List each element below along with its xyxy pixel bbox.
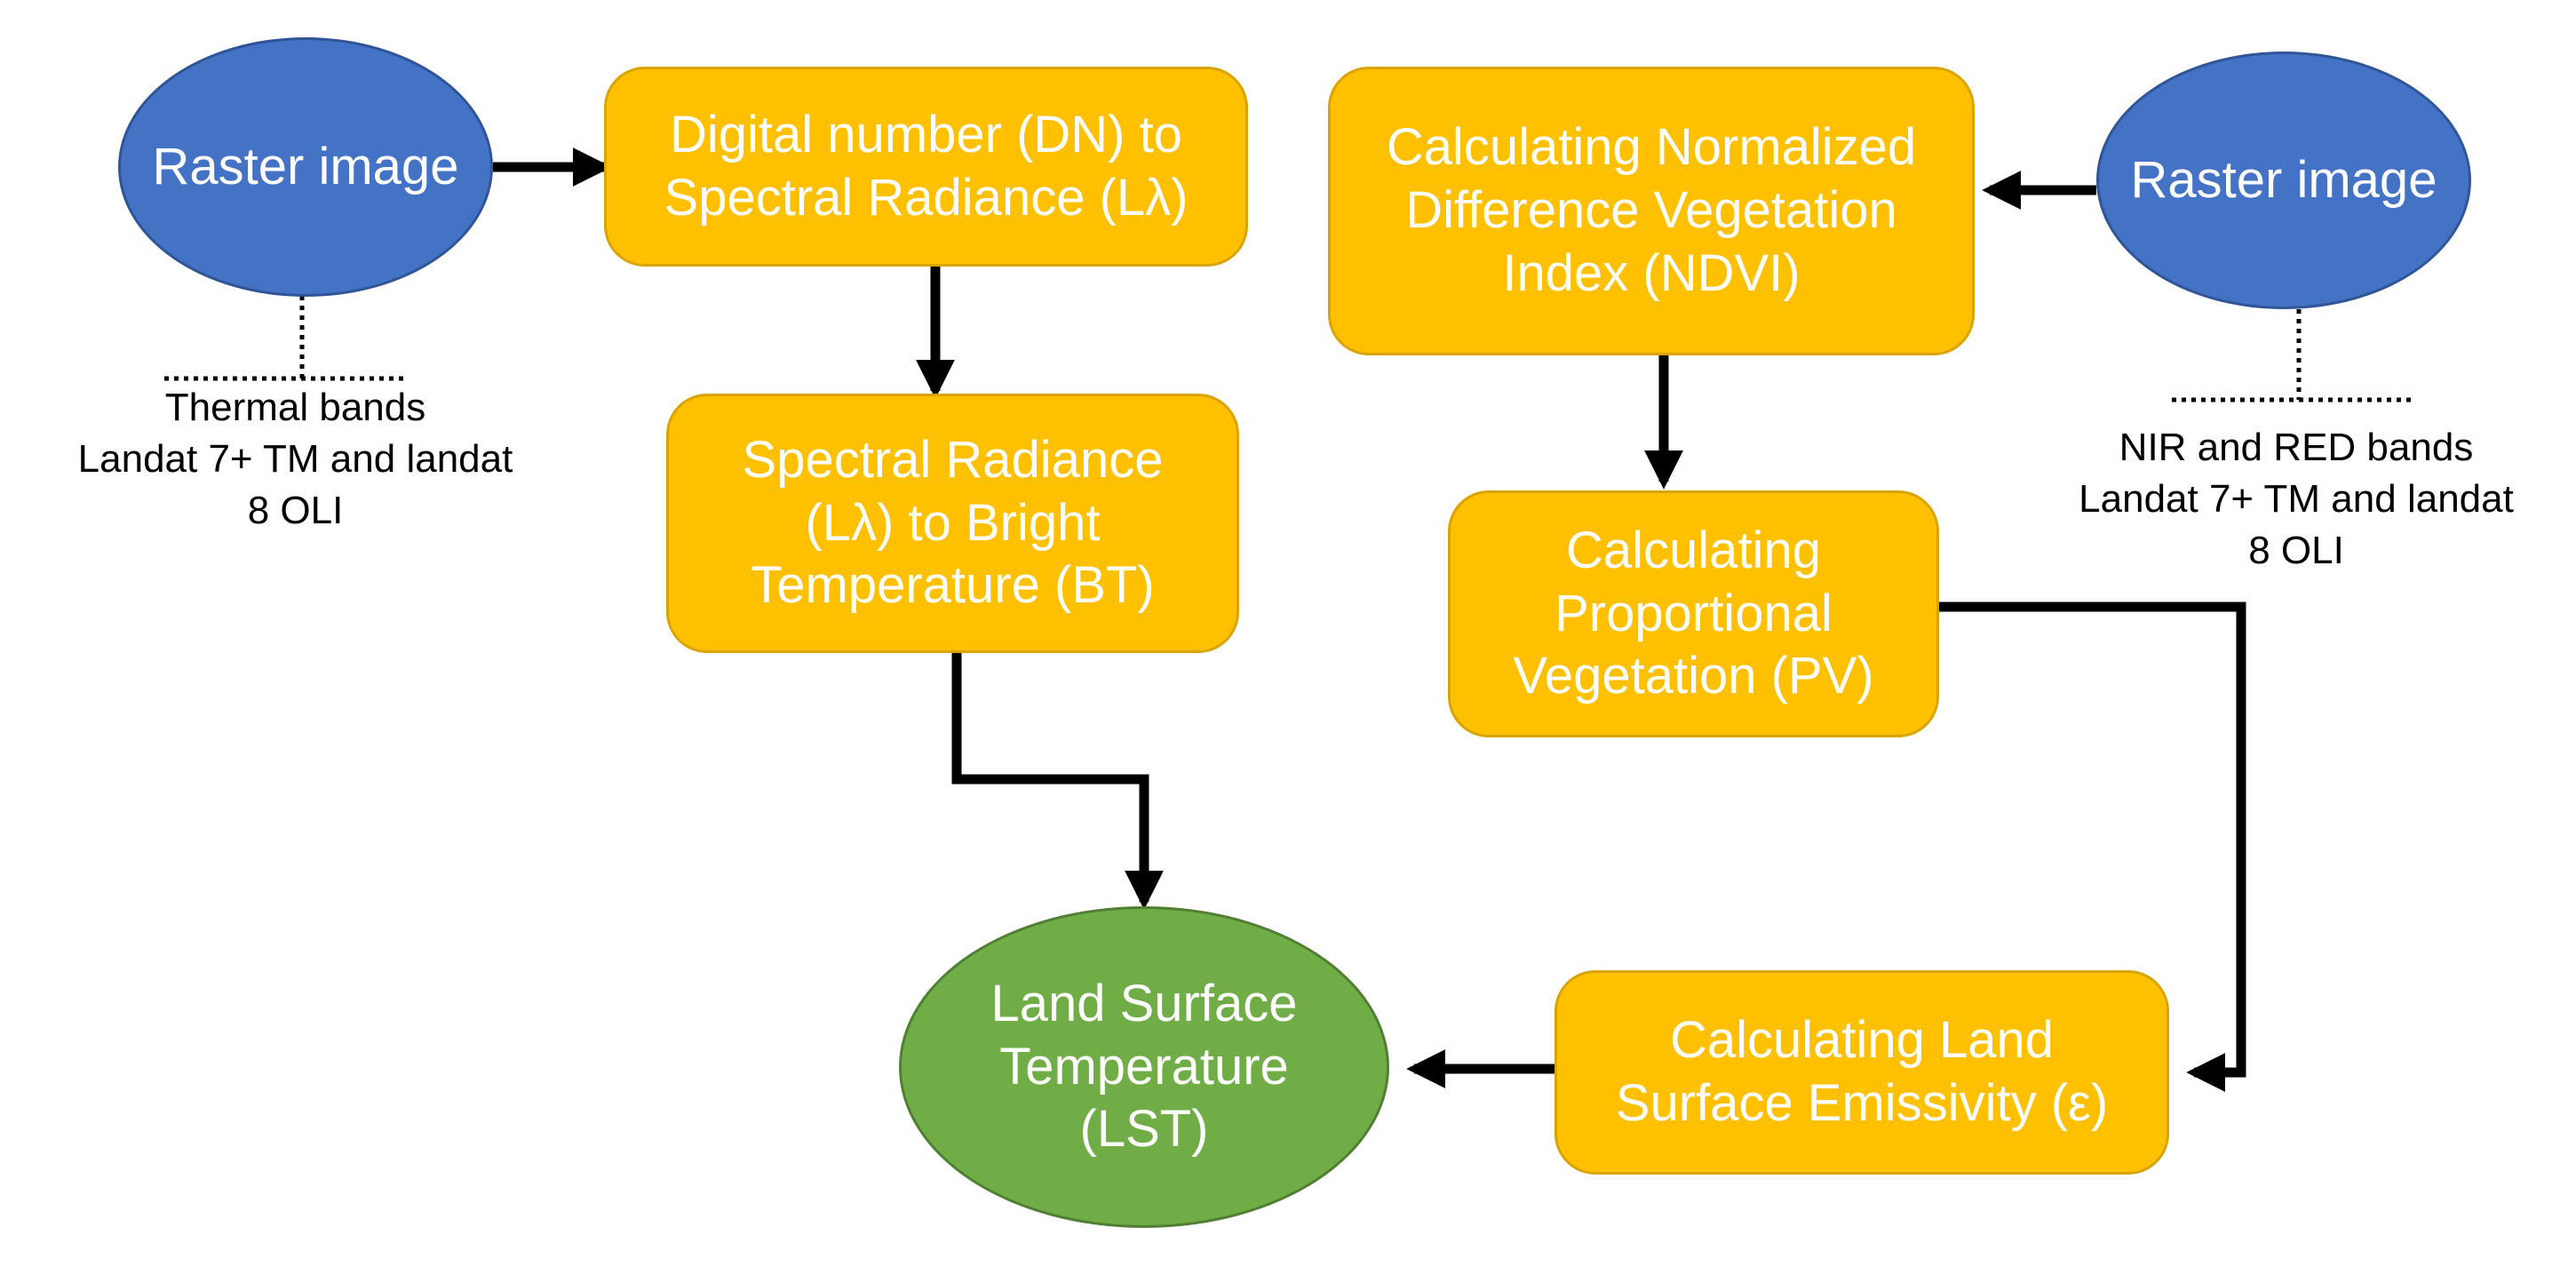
ndvi-box: Calculating Normalized Difference Vegeta… xyxy=(1328,67,1975,355)
spectral-radiance-to-bt-box: Spectral Radiance (Lλ) to Bright Tempera… xyxy=(666,394,1239,653)
arrow-pv-to-emissivity xyxy=(1939,602,2246,1092)
dn-to-spectral-radiance-box: Digital number (DN) to Spectral Radiance… xyxy=(604,67,1248,267)
land-surface-temperature-output: Land Surface Temperature (LST) xyxy=(899,906,1389,1228)
thermal-bands-note: Thermal bands Landat 7+ TM and landat 8 … xyxy=(77,386,513,533)
proportional-vegetation-box: Calculating Proportional Vegetation (PV) xyxy=(1448,490,1939,737)
land-surface-emissivity-box: Calculating Land Surface Emissivity (ε) xyxy=(1554,970,2169,1175)
nir-red-bands-note: NIR and RED bands Landat 7+ TM and landa… xyxy=(2079,426,2514,573)
raster-image-nir-red: Raster image xyxy=(2096,52,2471,309)
arrow-bt-to-lst xyxy=(951,653,1164,910)
raster-image-thermal: Raster image xyxy=(118,37,493,297)
